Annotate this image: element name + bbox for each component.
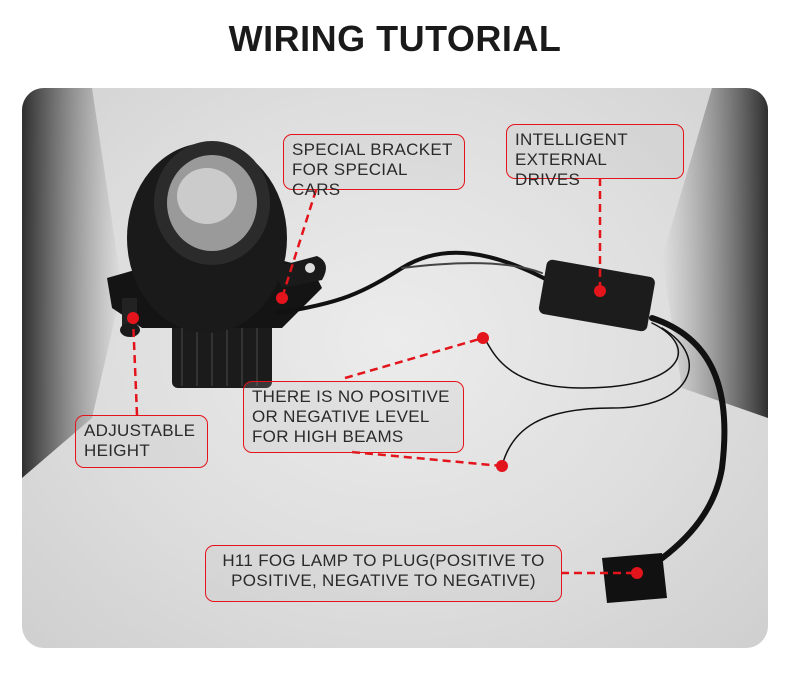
cables xyxy=(275,250,728,576)
product-illustration xyxy=(22,88,768,603)
callout-line: POSITIVE, NEGATIVE TO NEGATIVE) xyxy=(231,571,536,590)
callout-line: SPECIAL BRACKET xyxy=(292,140,453,159)
callout-intelligent-drives: INTELLIGENT EXTERNAL DRIVES xyxy=(506,124,684,189)
product-photo xyxy=(22,88,768,648)
callout-line: FOR SPECIAL CARS xyxy=(292,160,408,199)
callout-polarity: THERE IS NO POSITIVE OR NEGATIVE LEVEL F… xyxy=(243,381,464,453)
callout-line: H11 FOG LAMP TO PLUG(POSITIVE TO xyxy=(222,551,545,570)
callout-adjustable-height: ADJUSTABLE HEIGHT xyxy=(75,415,208,468)
callout-line: THERE IS NO POSITIVE xyxy=(252,387,450,406)
callout-line: HEIGHT xyxy=(84,441,151,460)
callout-h11-plug: H11 FOG LAMP TO PLUG(POSITIVE TO POSITIV… xyxy=(205,545,562,602)
left-reflector xyxy=(22,88,122,478)
page-title: WIRING TUTORIAL xyxy=(228,18,562,59)
callout-line: OR NEGATIVE LEVEL xyxy=(252,407,430,426)
callout-line: FOR HIGH BEAMS xyxy=(252,427,404,446)
callout-line: ADJUSTABLE xyxy=(84,421,196,440)
callout-line: EXTERNAL DRIVES xyxy=(515,150,607,189)
marker-dots xyxy=(127,285,643,579)
callout-line: INTELLIGENT xyxy=(515,130,628,149)
leader-lines xyxy=(131,178,637,575)
callout-special-bracket: SPECIAL BRACKET FOR SPECIAL CARS xyxy=(283,134,465,199)
fog-lamp xyxy=(107,141,326,388)
